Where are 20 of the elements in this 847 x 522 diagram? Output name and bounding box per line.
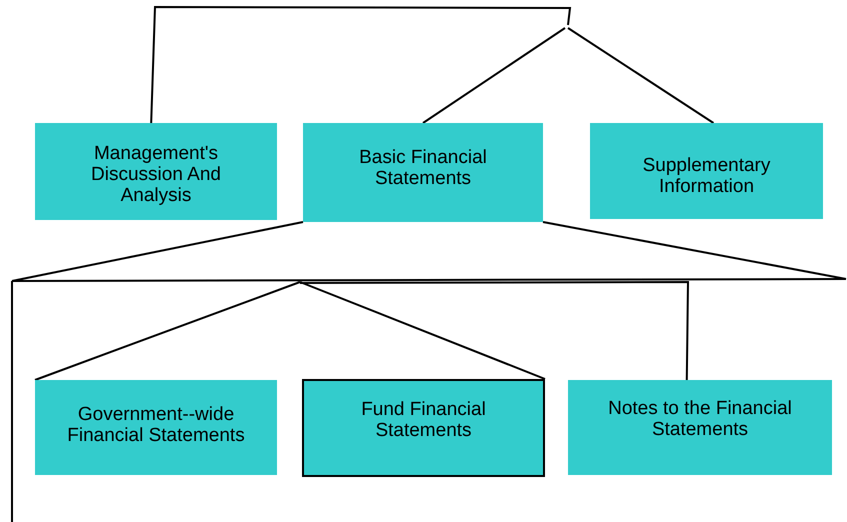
connector-line: [422, 27, 566, 124]
connector-line: [567, 27, 714, 124]
statement-box: [35, 123, 277, 220]
connector-line: [12, 221, 304, 282]
box-label: Fund Financial Statements: [360, 399, 487, 441]
box-label: Notes to the Financial Statements: [607, 398, 793, 440]
connector-line: [300, 281, 690, 380]
statement-box: [568, 380, 832, 475]
box-label: Government--wide Financial Statements: [66, 404, 246, 446]
statement-box: [303, 123, 543, 222]
box-label: Management's Discussion And Analysis: [90, 143, 222, 206]
statement-box: [35, 380, 277, 475]
box-label: Basic Financial Statements: [358, 147, 488, 189]
box-label: Supplementary Information: [642, 155, 772, 197]
connector-line: [542, 221, 846, 280]
connector-line: [300, 281, 546, 380]
connector-line: [34, 281, 300, 381]
statement-box: [302, 379, 545, 477]
statement-box: [590, 123, 823, 219]
connector-line: [150, 6, 572, 124]
